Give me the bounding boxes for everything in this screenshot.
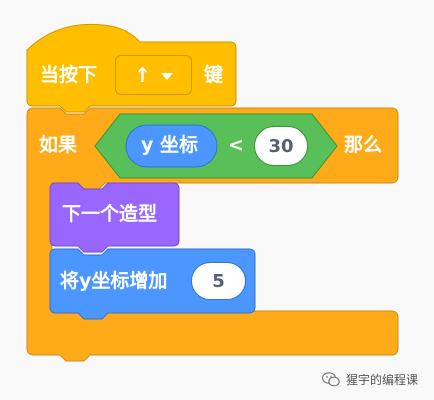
y-position-reporter[interactable]	[125, 124, 218, 168]
triangle-down-icon	[160, 72, 173, 80]
change-y-label: 将y坐标增加	[60, 270, 168, 292]
next-costume-block[interactable]	[49, 182, 180, 253]
if-label: 如果	[39, 134, 78, 156]
then-label: 那么	[344, 134, 383, 156]
operator-symbol: <	[228, 134, 244, 156]
watermark-text: 猩宇的编程课	[345, 373, 418, 387]
y-position-label: y 坐标	[141, 134, 199, 156]
watermark: 猩宇的编程课	[321, 371, 418, 388]
key-dropdown[interactable]: ↑	[115, 55, 192, 95]
hat-block-suffix: 键	[204, 64, 224, 86]
key-dropdown-value: ↑	[134, 63, 151, 87]
compare-value-input[interactable]: 30	[254, 126, 308, 166]
next-costume-label: 下一个造型	[62, 203, 158, 225]
hat-block-label: 当按下	[40, 64, 98, 86]
change-y-value-input[interactable]: 5	[191, 262, 246, 300]
wechat-icon	[321, 372, 340, 387]
